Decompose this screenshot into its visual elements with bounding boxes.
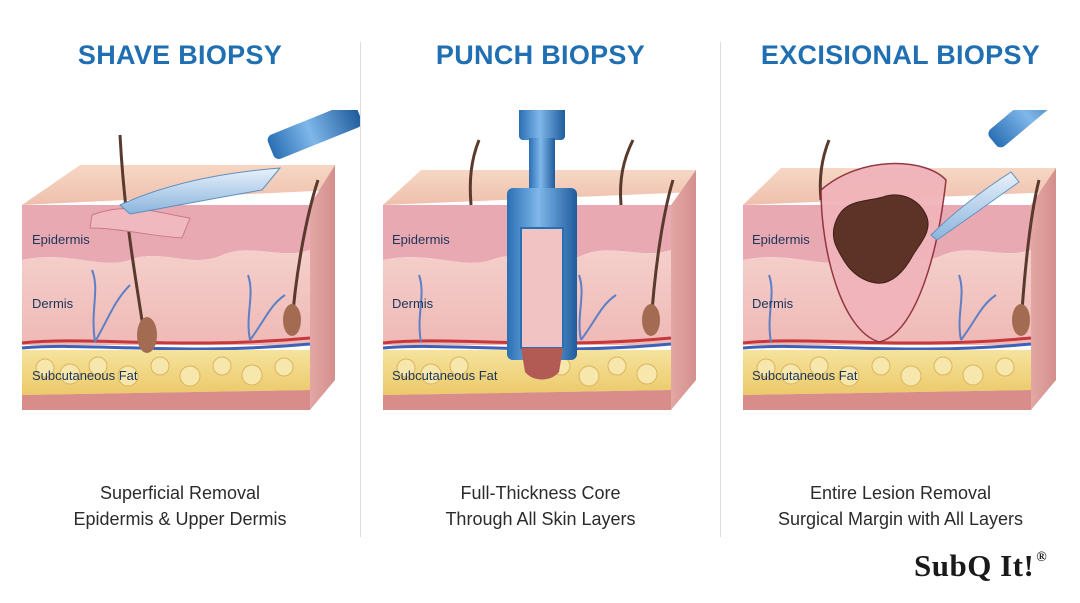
muscle-base: [22, 390, 310, 410]
label-subcutaneous-fat: Subcutaneous Fat: [752, 368, 858, 383]
label-dermis: Dermis: [32, 296, 74, 311]
panel-punch-biopsy: PUNCH BIOPSY Epidermis Dermis Subcutaneo…: [361, 0, 720, 603]
capillary-lines: [91, 269, 286, 343]
panel-caption: Entire Lesion Removal Surgical Margin wi…: [721, 480, 1080, 532]
caption-line-2: Surgical Margin with All Layers: [777, 509, 1024, 529]
panel-divider: [360, 42, 361, 537]
label-epidermis: Epidermis: [32, 232, 90, 247]
punch-tool-icon: [507, 110, 577, 380]
panel-caption: Superficial Removal Epidermis & Upper De…: [0, 480, 360, 532]
caption-line-1: Superficial Removal: [99, 483, 261, 503]
scalpel-icon: [930, 110, 1071, 241]
registered-mark: ®: [1036, 550, 1048, 565]
tissue-core: [520, 227, 564, 349]
panel-divider: [720, 42, 721, 537]
brand-logo: SubQ It!®: [914, 548, 1047, 584]
label-epidermis: Epidermis: [392, 232, 450, 247]
skin-lesion: [832, 194, 929, 284]
panel-caption: Full-Thickness Core Through All Skin Lay…: [361, 480, 720, 532]
panel-title: EXCISIONAL BIOPSY: [760, 40, 1041, 70]
label-epidermis: Epidermis: [752, 232, 810, 247]
panel-title: PUNCH BIOPSY: [435, 40, 646, 70]
panel-title: SHAVE BIOPSY: [77, 40, 283, 70]
scalpel-icon: [119, 110, 360, 215]
hair-follicle: [137, 317, 157, 353]
panel-shave-biopsy: SHAVE BIOPSY Ep: [0, 0, 360, 603]
caption-line-1: Entire Lesion Removal: [809, 483, 992, 503]
skin-cross-section-illustration: [742, 110, 1071, 410]
skin-cross-section-illustration: [382, 110, 696, 410]
label-subcutaneous-fat: Subcutaneous Fat: [392, 368, 498, 383]
logo-text: SubQ It!: [914, 548, 1035, 583]
skin-side-face: [310, 165, 335, 410]
label-dermis: Dermis: [752, 296, 794, 311]
skin-cross-section-illustration: [21, 110, 360, 410]
caption-line-1: Full-Thickness Core: [460, 483, 621, 503]
caption-line-2: Epidermis & Upper Dermis: [73, 509, 287, 529]
caption-line-2: Through All Skin Layers: [445, 509, 636, 529]
panel-excisional-biopsy: EXCISIONAL BIOPSY Epidermis Dermis Subcu…: [721, 0, 1080, 603]
label-dermis: Dermis: [392, 296, 434, 311]
label-subcutaneous-fat: Subcutaneous Fat: [32, 368, 138, 383]
